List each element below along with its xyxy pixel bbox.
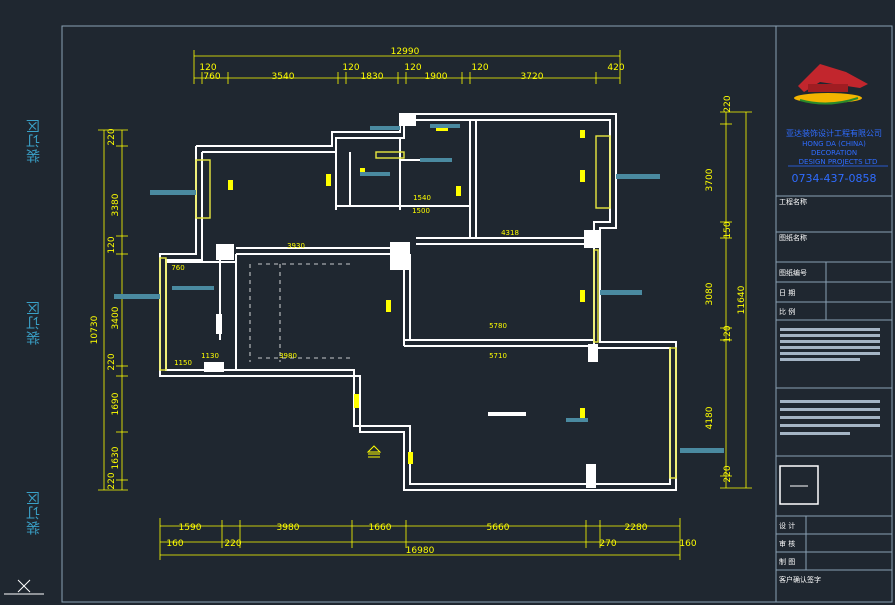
binding-area-label: 装订区 (26, 118, 42, 163)
tb-row-label: 日 期 (779, 289, 795, 297)
right-dimensions: 11640 220 3700 150 3080 120 4180 220 (705, 95, 752, 489)
binding-area-label: 装订区 (26, 300, 42, 345)
bottom-dimensions: 1590 3980 1660 5660 2280 160 220 270 160… (159, 518, 697, 560)
top-dim-seg: 420 (607, 63, 624, 73)
company-name-en: DECORATION (811, 149, 857, 157)
annotation-bars (114, 124, 724, 453)
left-dim-seg: 1690 (111, 392, 121, 415)
company-name-en: HONG DA (CHINA) (802, 140, 866, 148)
bottom-dim-seg: 160 (166, 539, 183, 549)
binding-area-label: 装订区 (26, 490, 42, 535)
bottom-dim-seg: 1660 (369, 523, 392, 533)
interior-dim: 1540 (413, 194, 431, 202)
left-dim-total: 10730 (90, 315, 100, 344)
top-dim-total: 12990 (391, 47, 420, 57)
right-dim-seg: 220 (723, 465, 733, 482)
interior-dim: 5780 (489, 322, 507, 330)
top-dim-seg: 120 (404, 63, 421, 73)
left-dim-seg: 220 (107, 128, 117, 145)
left-dim-seg: 120 (107, 236, 117, 253)
bottom-dim-seg: 160 (679, 539, 696, 549)
ceiling-dashes (249, 263, 354, 362)
tb-row-label: 图纸编号 (779, 268, 807, 277)
right-dim-total: 11640 (737, 285, 747, 314)
interior-dim: 4318 (501, 229, 519, 237)
interior-dim: 1150 (174, 359, 192, 367)
interior-dim: 760 (171, 264, 184, 272)
top-dim-seg: 1830 (361, 72, 384, 82)
tb-row-label: 图纸名称 (779, 233, 807, 242)
bottom-dim-total: 16980 (406, 546, 435, 556)
left-dim-seg: 220 (107, 472, 117, 489)
bottom-dim-seg: 3980 (277, 523, 300, 533)
company-name-en: DESIGN PROJECTS LTD (799, 158, 878, 166)
tb-row-label: 审 核 (779, 539, 795, 548)
company-phone: 0734-437-0858 (792, 172, 877, 185)
small-marks (228, 126, 585, 464)
top-dim-seg: 120 (199, 63, 216, 73)
right-dim-seg: 120 (723, 325, 733, 342)
top-dim-seg: 3720 (521, 72, 544, 82)
company-logo (794, 64, 868, 105)
top-dim-seg: 3540 (272, 72, 295, 82)
windows (159, 135, 677, 479)
tb-row-label: 设 计 (779, 521, 795, 530)
left-dim-seg: 3380 (111, 193, 121, 216)
left-dim-seg: 220 (107, 353, 117, 370)
right-dim-seg: 4180 (705, 406, 715, 429)
left-dim-seg: 3400 (111, 306, 121, 329)
interior-dim: 5710 (489, 352, 507, 360)
sofa-mark (488, 412, 526, 416)
left-dim-seg: 1630 (111, 446, 121, 469)
top-dim-seg: 760 (203, 72, 220, 82)
top-dim-seg: 120 (471, 63, 488, 73)
left-dimensions: 10730 220 3380 120 3400 220 1690 1630 22… (90, 128, 128, 491)
outer-wall (159, 113, 677, 491)
tb-row-label: 工程名称 (779, 197, 807, 206)
right-dim-seg: 3080 (705, 282, 715, 305)
interior-dim: 3930 (287, 242, 305, 250)
top-dim-seg: 120 (342, 63, 359, 73)
company-name-cn: 亚达装饰设计工程有限公司 (786, 128, 882, 138)
interior-dim: 1130 (201, 352, 219, 360)
interior-dim: 1500 (412, 207, 430, 215)
bottom-dim-seg: 220 (224, 539, 241, 549)
interior-dimensions: 3930 3980 5780 5710 1150 4318 1540 1500 … (171, 194, 519, 367)
bottom-dim-seg: 1590 (179, 523, 202, 533)
bottom-dim-seg: 5660 (487, 523, 510, 533)
tb-row-label: 比 例 (779, 307, 795, 316)
drawing-frame (61, 25, 893, 603)
bottom-dim-seg: 270 (599, 539, 616, 549)
title-block: 工程名称 图纸名称 图纸编号 日 期 比 例 设 计 审 核 制 图 客户确认签… (776, 64, 892, 584)
interior-dim: 3980 (279, 352, 297, 360)
tb-row-label: 制 图 (779, 557, 795, 566)
right-dim-seg: 150 (723, 221, 733, 238)
top-dim-seg: 1900 (425, 72, 448, 82)
cross-icon (4, 579, 44, 595)
top-dimensions: 12990 120 760 3540 120 1830 120 1900 120… (193, 47, 625, 84)
right-dim-seg: 3700 (705, 168, 715, 191)
tb-row-label: 客户确认签字 (779, 575, 821, 584)
bottom-dim-seg: 2280 (625, 523, 648, 533)
columns (204, 114, 600, 488)
right-dim-seg: 220 (723, 95, 733, 112)
door-icon (366, 445, 382, 458)
